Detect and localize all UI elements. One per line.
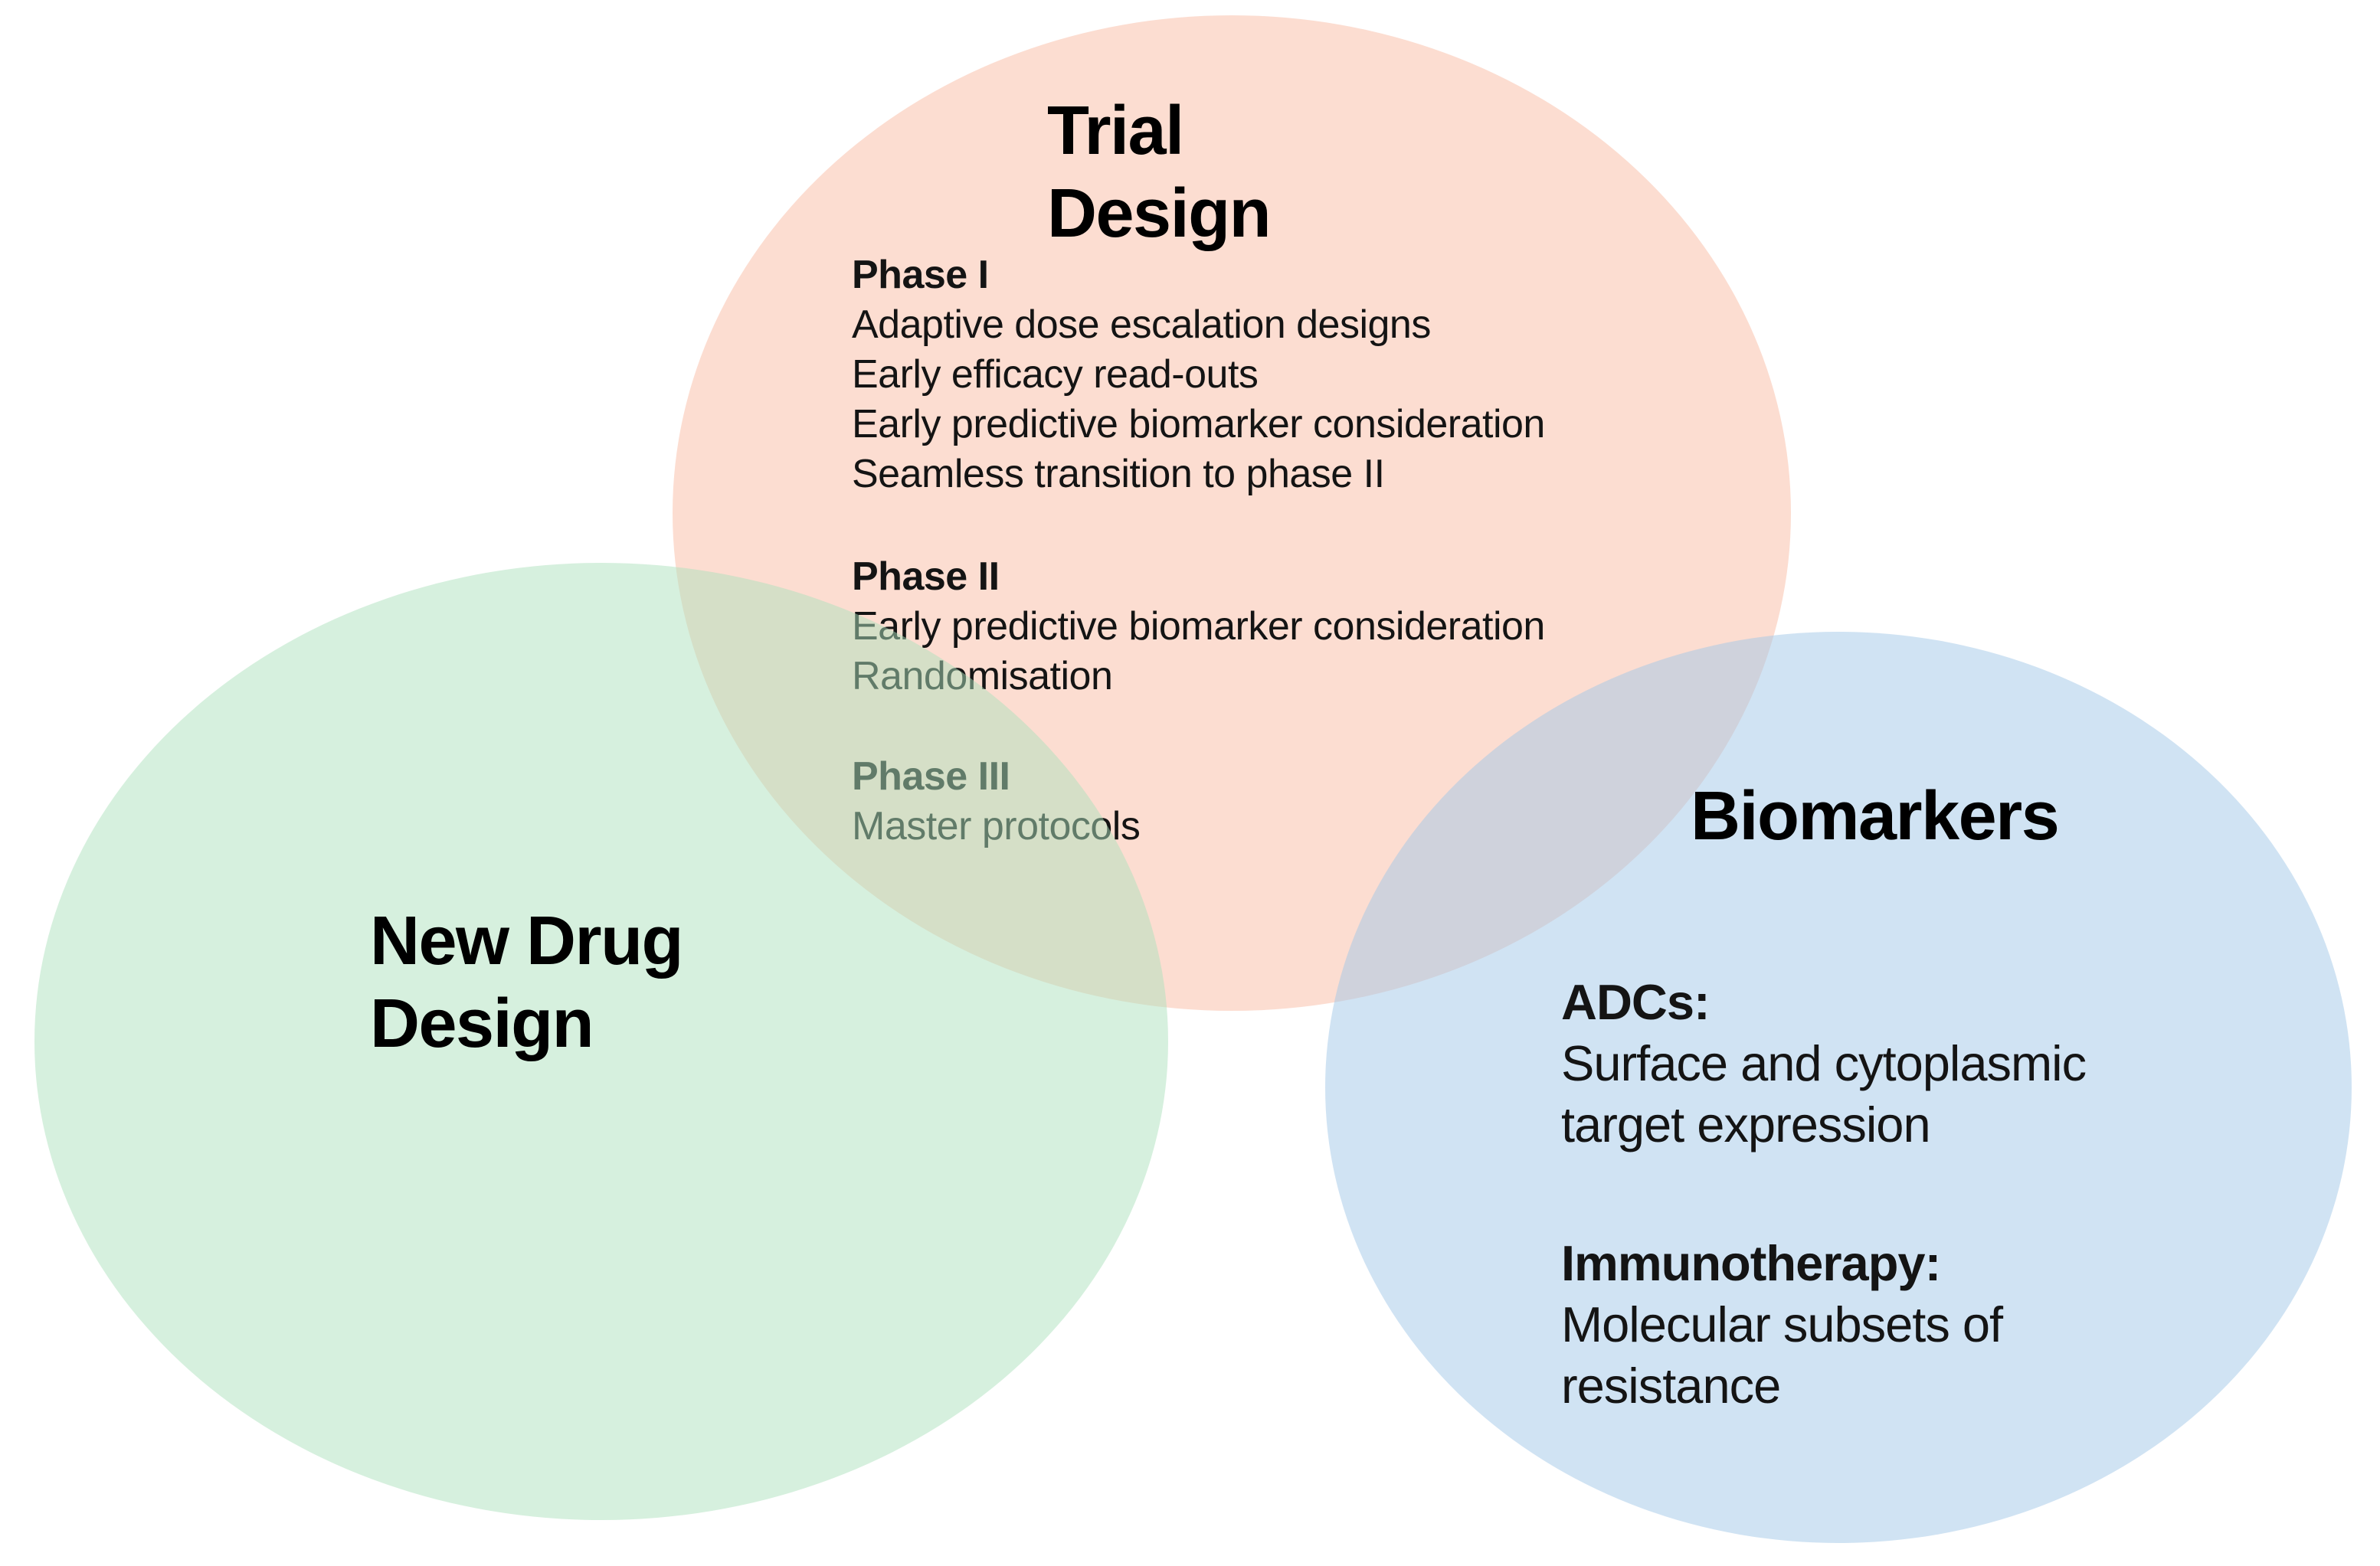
trial-design-title: Trial Design [1047,90,1272,255]
adcs-item: Surface and cytoplasmic [1561,1035,2087,1091]
immunotherapy-item: resistance [1561,1358,1781,1414]
immunotherapy-item: Molecular subsets of [1561,1296,2003,1352]
biomarkers-title: Biomarkers [1691,778,2060,855]
phase1-item: Early predictive biomarker consideration [852,402,1545,446]
adcs-item: target expression [1561,1097,1931,1152]
phase1-section: Phase I Adaptive dose escalation designs… [852,250,1545,499]
adcs-heading: ADCs: [1561,974,1711,1030]
new-drug-design-title-line2: Design [370,986,594,1062]
phase2-section: Phase II Early predictive biomarker cons… [852,552,1545,701]
phase2-item: Early predictive biomarker consideration [852,604,1545,649]
immunotherapy-section: Immunotherapy: Molecular subsets of resi… [1561,1233,2003,1417]
trial-design-title-line2: Design [1047,175,1272,252]
phase2-heading: Phase II [852,554,1000,599]
new-drug-design-title: New Drug Design [370,900,684,1065]
new-drug-design-title-line1: New Drug [370,903,684,979]
biomarkers-circle [1325,632,2352,1543]
new-drug-design-circle [34,563,1168,1520]
phase1-item: Early efficacy read-outs [852,352,1259,397]
phase1-heading: Phase I [852,253,989,297]
immunotherapy-heading: Immunotherapy: [1561,1235,1941,1291]
phase1-item: Adaptive dose escalation designs [852,302,1431,347]
phase1-item: Seamless transition to phase II [852,452,1385,496]
trial-design-title-line1: Trial [1047,93,1184,169]
adcs-section: ADCs: Surface and cytoplasmic target exp… [1561,972,2087,1156]
